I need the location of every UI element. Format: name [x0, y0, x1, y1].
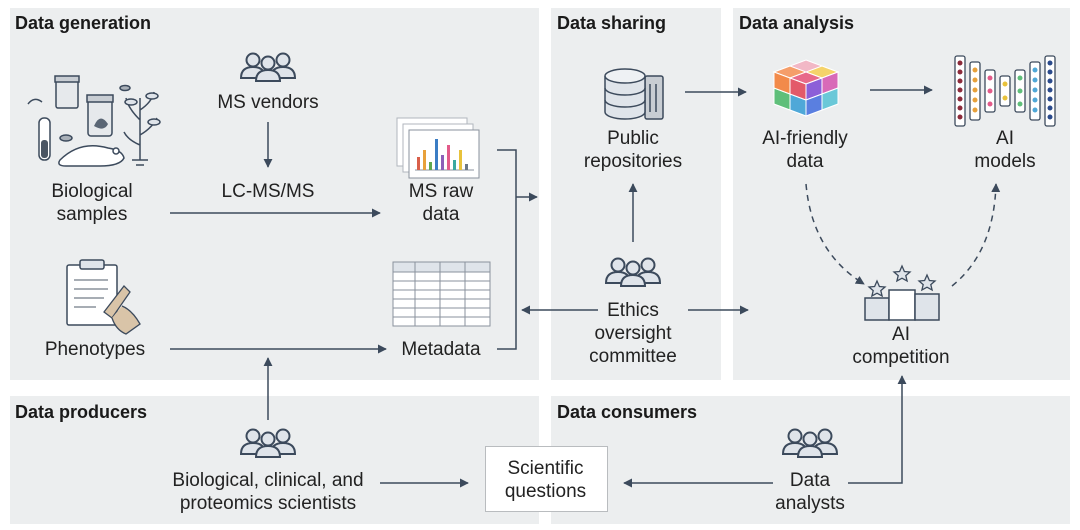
metadata-table-icon [392, 261, 491, 327]
ai-models-line-2: models [974, 151, 1036, 172]
ai-models-line-1: AI [996, 128, 1014, 149]
people-group-icon-ethics [606, 259, 660, 287]
ms-raw-data-label: MS raw data [385, 180, 497, 226]
neural-network-icon [954, 55, 1056, 127]
data-analysts-line-2: analysts [775, 493, 845, 514]
data-analysts-label: Data analysts [760, 469, 860, 515]
ai-friendly-line-2: data [786, 151, 824, 172]
panel-title-data-generation: Data generation [15, 13, 152, 33]
bracket-to-sharing [497, 149, 538, 350]
panel-title-data-analysis: Data analysis [739, 13, 855, 33]
ai-models-label: AI models [950, 127, 1060, 173]
scientific-questions-box [485, 446, 608, 512]
ai-friendly-data-cube-icon [772, 59, 840, 117]
ethics-line-3: committee [589, 346, 677, 367]
public-repositories-line-2: repositories [583, 151, 683, 172]
panel-title-data-consumers: Data consumers [557, 402, 698, 422]
ai-friendly-data-label: AI-friendly data [740, 127, 870, 173]
ethics-line-2: oversight [594, 323, 672, 344]
ms-raw-data-icon [396, 117, 480, 179]
public-repositories-label: Public repositories [566, 127, 700, 173]
dashed-arrow-competition-to-models [951, 183, 1001, 287]
arrow-analysts-to-competition [848, 375, 907, 484]
dashed-arrow-aifriendly-to-competition [805, 183, 865, 285]
scientific-questions-line-2: questions [504, 481, 587, 502]
phenotypes-label: Phenotypes [44, 339, 146, 360]
people-group-icon-vendors [241, 54, 295, 82]
scientific-questions-line-1: Scientific [507, 458, 584, 479]
ai-competition-line-2: competition [852, 347, 950, 368]
biological-samples-icon [27, 75, 161, 167]
ms-vendors-label: MS vendors [217, 92, 319, 113]
ai-competition-line-1: AI [892, 324, 910, 345]
scientists-line-2: proteomics scientists [179, 493, 357, 514]
panel-title-data-sharing: Data sharing [557, 13, 667, 33]
podium-icon [864, 289, 940, 321]
biological-samples-line-2: samples [56, 204, 128, 225]
lc-ms-label: LC-MS/MS [221, 181, 315, 202]
ms-raw-data-line-1: MS raw [408, 181, 474, 202]
panel-title-data-producers: Data producers [15, 402, 148, 422]
ms-raw-data-line-2: data [422, 204, 460, 225]
star-icon [867, 264, 937, 298]
ai-friendly-line-1: AI-friendly [762, 128, 848, 149]
ai-competition-label: AI competition [836, 323, 966, 369]
public-repositories-line-1: Public [607, 128, 659, 149]
data-analysts-line-1: Data [789, 470, 831, 491]
clipboard-icon [66, 259, 141, 335]
panel-data-producers [10, 396, 539, 524]
ethics-committee-label: Ethics oversight committee [566, 299, 700, 368]
database-icon [604, 68, 664, 120]
people-group-icon-scientists [241, 430, 295, 458]
metadata-label: Metadata [401, 339, 481, 360]
biological-samples-label: Biological samples [30, 180, 154, 226]
ethics-line-1: Ethics [607, 300, 659, 321]
biological-samples-line-1: Biological [51, 181, 133, 202]
people-group-icon-analysts [783, 430, 837, 458]
panel-data-consumers [551, 396, 1070, 524]
scientists-label: Biological, clinical, and proteomics sci… [150, 469, 386, 515]
scientific-questions-label: Scientific questions [485, 457, 606, 503]
scientists-line-1: Biological, clinical, and [172, 470, 364, 491]
